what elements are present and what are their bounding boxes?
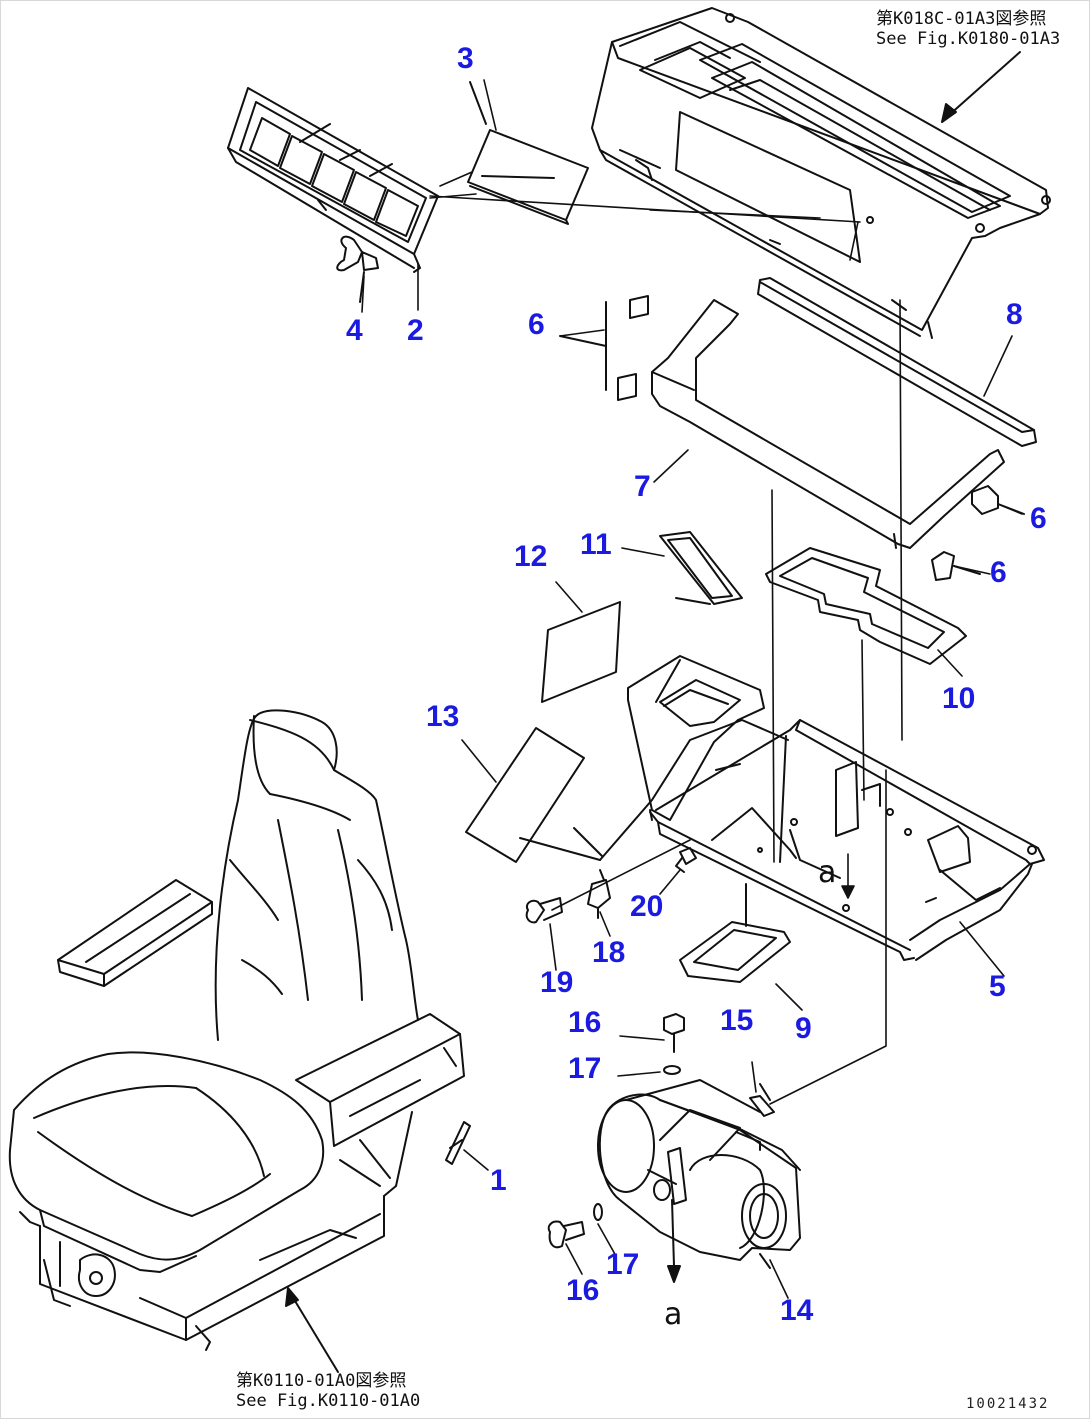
- callout-15: 15: [720, 1004, 754, 1037]
- reference-note-bottom-jp: 第K0110-01A0図参照: [236, 1371, 407, 1391]
- callout-leaders: [361, 79, 1023, 1299]
- operator-seat: [8, 709, 465, 1351]
- part-11-gasket: [659, 531, 743, 605]
- callout-16-upper: 16: [568, 1006, 602, 1039]
- part-6-clip-upper: [559, 295, 649, 401]
- flow-marker-a-lower: a: [664, 1297, 683, 1332]
- part-20-nut: [675, 847, 697, 873]
- part-2-vent-louver: [227, 87, 439, 273]
- alignment-lines-upper: [429, 171, 861, 261]
- callout-10: 10: [942, 682, 976, 715]
- part-14-blower-motor: [597, 1079, 801, 1283]
- part-10-gasket-frame: [765, 547, 967, 665]
- reference-note-top-jp: 第K018C-01A3図参照: [876, 9, 1047, 29]
- part-16-bolt-lower: [547, 1220, 585, 1249]
- part-15-bracket: [749, 1083, 775, 1117]
- part-16-bolt-upper: [663, 1013, 685, 1053]
- part-9-gasket-rect: [679, 883, 791, 983]
- part-19-bolt: [525, 897, 563, 924]
- part-12-sheet: [541, 601, 621, 703]
- callout-17-lower: 17: [606, 1248, 640, 1281]
- callout-4: 4: [346, 314, 363, 347]
- callout-17-upper: 17: [568, 1052, 602, 1085]
- callout-8: 8: [1006, 298, 1023, 331]
- part-17-washer-upper: [663, 1065, 681, 1075]
- flow-marker-a-upper: a: [818, 855, 837, 890]
- assembly-guide-lines: [551, 299, 903, 1105]
- part-8-seal-strip: [757, 277, 1037, 447]
- part-3-filter: [467, 81, 589, 225]
- callout-7: 7: [634, 470, 651, 503]
- callout-1: 1: [490, 1164, 507, 1197]
- callout-6-right-a: 6: [1030, 502, 1047, 535]
- callout-19: 19: [540, 966, 574, 999]
- part-7-seal: [651, 299, 1005, 549]
- part-17-washer-lower: [593, 1203, 603, 1221]
- part-4-wing-nut: [336, 235, 379, 303]
- ceiling-duct-panel: [591, 7, 1051, 339]
- callout-18: 18: [592, 936, 626, 969]
- reference-note-top-en: See Fig.K0180-01A3: [876, 28, 1061, 49]
- callout-2: 2: [407, 314, 424, 347]
- callout-3: 3: [457, 42, 474, 75]
- reference-arrow-top: [941, 51, 1021, 123]
- callout-12: 12: [514, 540, 548, 573]
- callout-6-right-b: 6: [990, 556, 1007, 589]
- callout-5: 5: [989, 970, 1006, 1003]
- callout-14: 14: [780, 1294, 814, 1327]
- callout-9: 9: [795, 1012, 812, 1045]
- reference-note-bottom: 第K0110-01A0図参照 See Fig.K0110-01A0: [236, 1371, 421, 1411]
- reference-arrow-bottom: [285, 1287, 339, 1373]
- reference-note-bottom-en: See Fig.K0110-01A0: [236, 1390, 421, 1411]
- callout-13: 13: [426, 700, 460, 733]
- part-18-clip: [587, 869, 611, 919]
- callout-16-lower: 16: [566, 1274, 600, 1307]
- part-1-pin: [445, 1121, 471, 1165]
- figure-number: 10021432: [966, 1396, 1050, 1412]
- part-13-sheet: [465, 727, 585, 863]
- callout-20: 20: [630, 890, 664, 923]
- part-6-clip-right-a: [971, 485, 1025, 515]
- reference-note-top: 第K018C-01A3図参照 See Fig.K0180-01A3: [876, 9, 1061, 49]
- callout-11: 11: [580, 528, 612, 561]
- callout-6-upper: 6: [528, 308, 545, 341]
- middle-duct-tray: [519, 655, 1045, 961]
